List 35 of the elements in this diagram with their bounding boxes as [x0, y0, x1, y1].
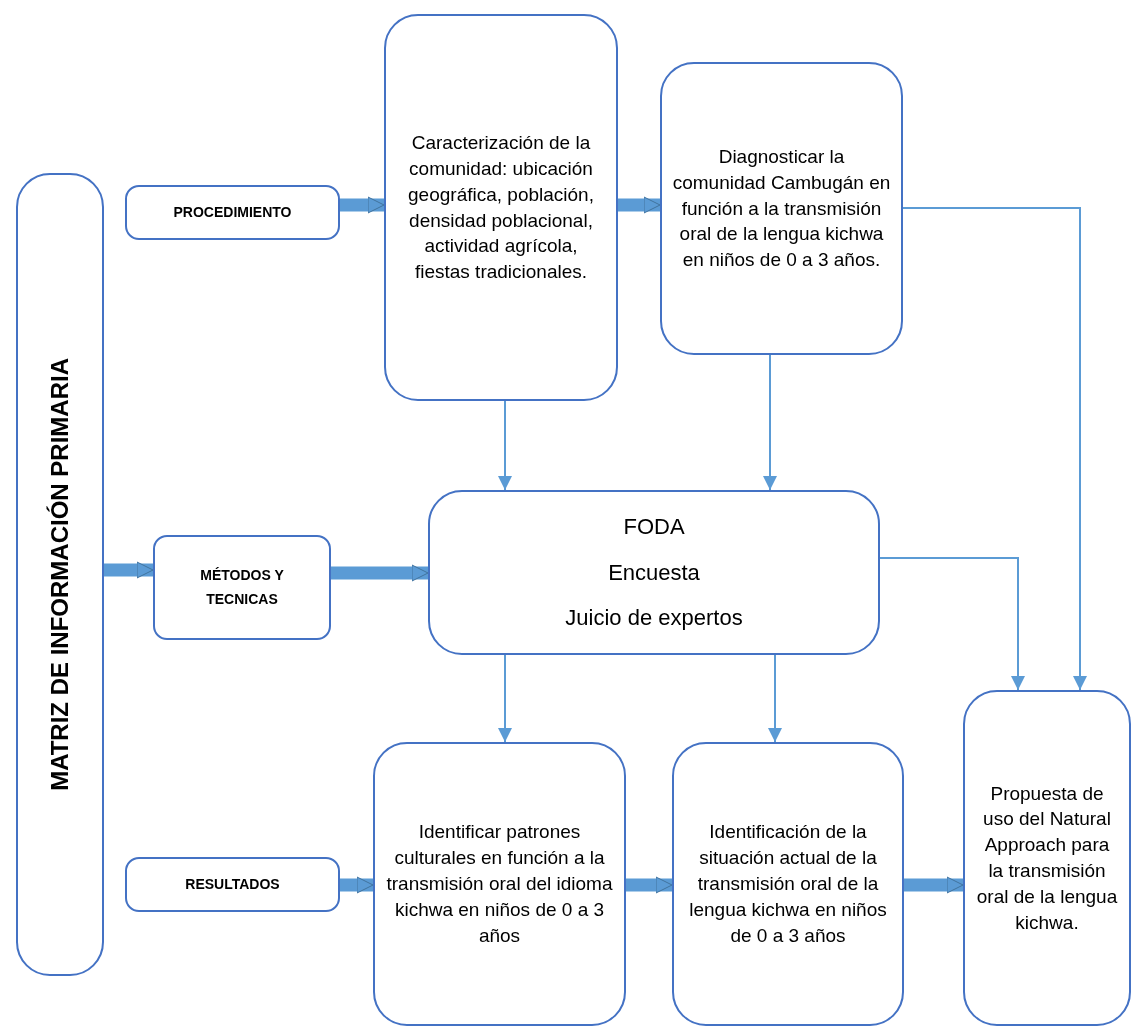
arrow [498, 654, 512, 743]
arrow [904, 876, 964, 894]
process-box [660, 62, 903, 355]
arrow [104, 561, 154, 579]
box-text: PROCEDIMIENTO [172, 202, 293, 222]
arrow [763, 354, 777, 491]
category-box [153, 535, 331, 640]
box-text: Propuesta de uso del Natural Approach para la transmisión oral de la lengua kichwa. [975, 781, 1119, 935]
box-text: Encuesta [607, 558, 701, 587]
arrow [618, 196, 661, 214]
box-text: RESULTADOS [184, 874, 281, 894]
arrow [498, 400, 512, 491]
arrow [902, 207, 1087, 691]
process-box [384, 14, 618, 401]
arrow [879, 557, 1025, 691]
arrow [768, 654, 782, 743]
box-text: Identificar patrones culturales en función a la transmisión oral del idioma kichwa en niños de 0 a 3 años [385, 820, 614, 948]
arrow [340, 876, 374, 894]
process-box [428, 490, 880, 655]
category-box [125, 857, 340, 912]
box-text: Juicio de expertos [564, 604, 744, 633]
vertical-title: MATRIZ DE INFORMACIÓN PRIMARIA [44, 358, 74, 791]
box-text: Identificación de la situación actual de la transmisión oral de la lengua kichwa en niños de 0 a 3 años [688, 820, 888, 948]
box-text: FODA [622, 512, 686, 541]
category-box [16, 173, 104, 976]
arrow [626, 876, 673, 894]
box-text: Diagnosticar la comunidad Cambugán en función a la transmisión oral de la lengua kichwa en niños de 0 a 3 años. [671, 144, 892, 273]
arrow [331, 564, 429, 582]
process-box [963, 690, 1131, 1026]
process-box [373, 742, 626, 1026]
arrow [340, 196, 385, 214]
category-box [125, 185, 340, 240]
box-text: Caracterización de la comunidad: ubicación geográfica, población, densidad poblacional, actividad agrícola, fiestas tradicionales. [407, 131, 595, 285]
box-text: MÉTODOS Y TECNICAS [199, 565, 285, 609]
process-box [672, 742, 904, 1026]
